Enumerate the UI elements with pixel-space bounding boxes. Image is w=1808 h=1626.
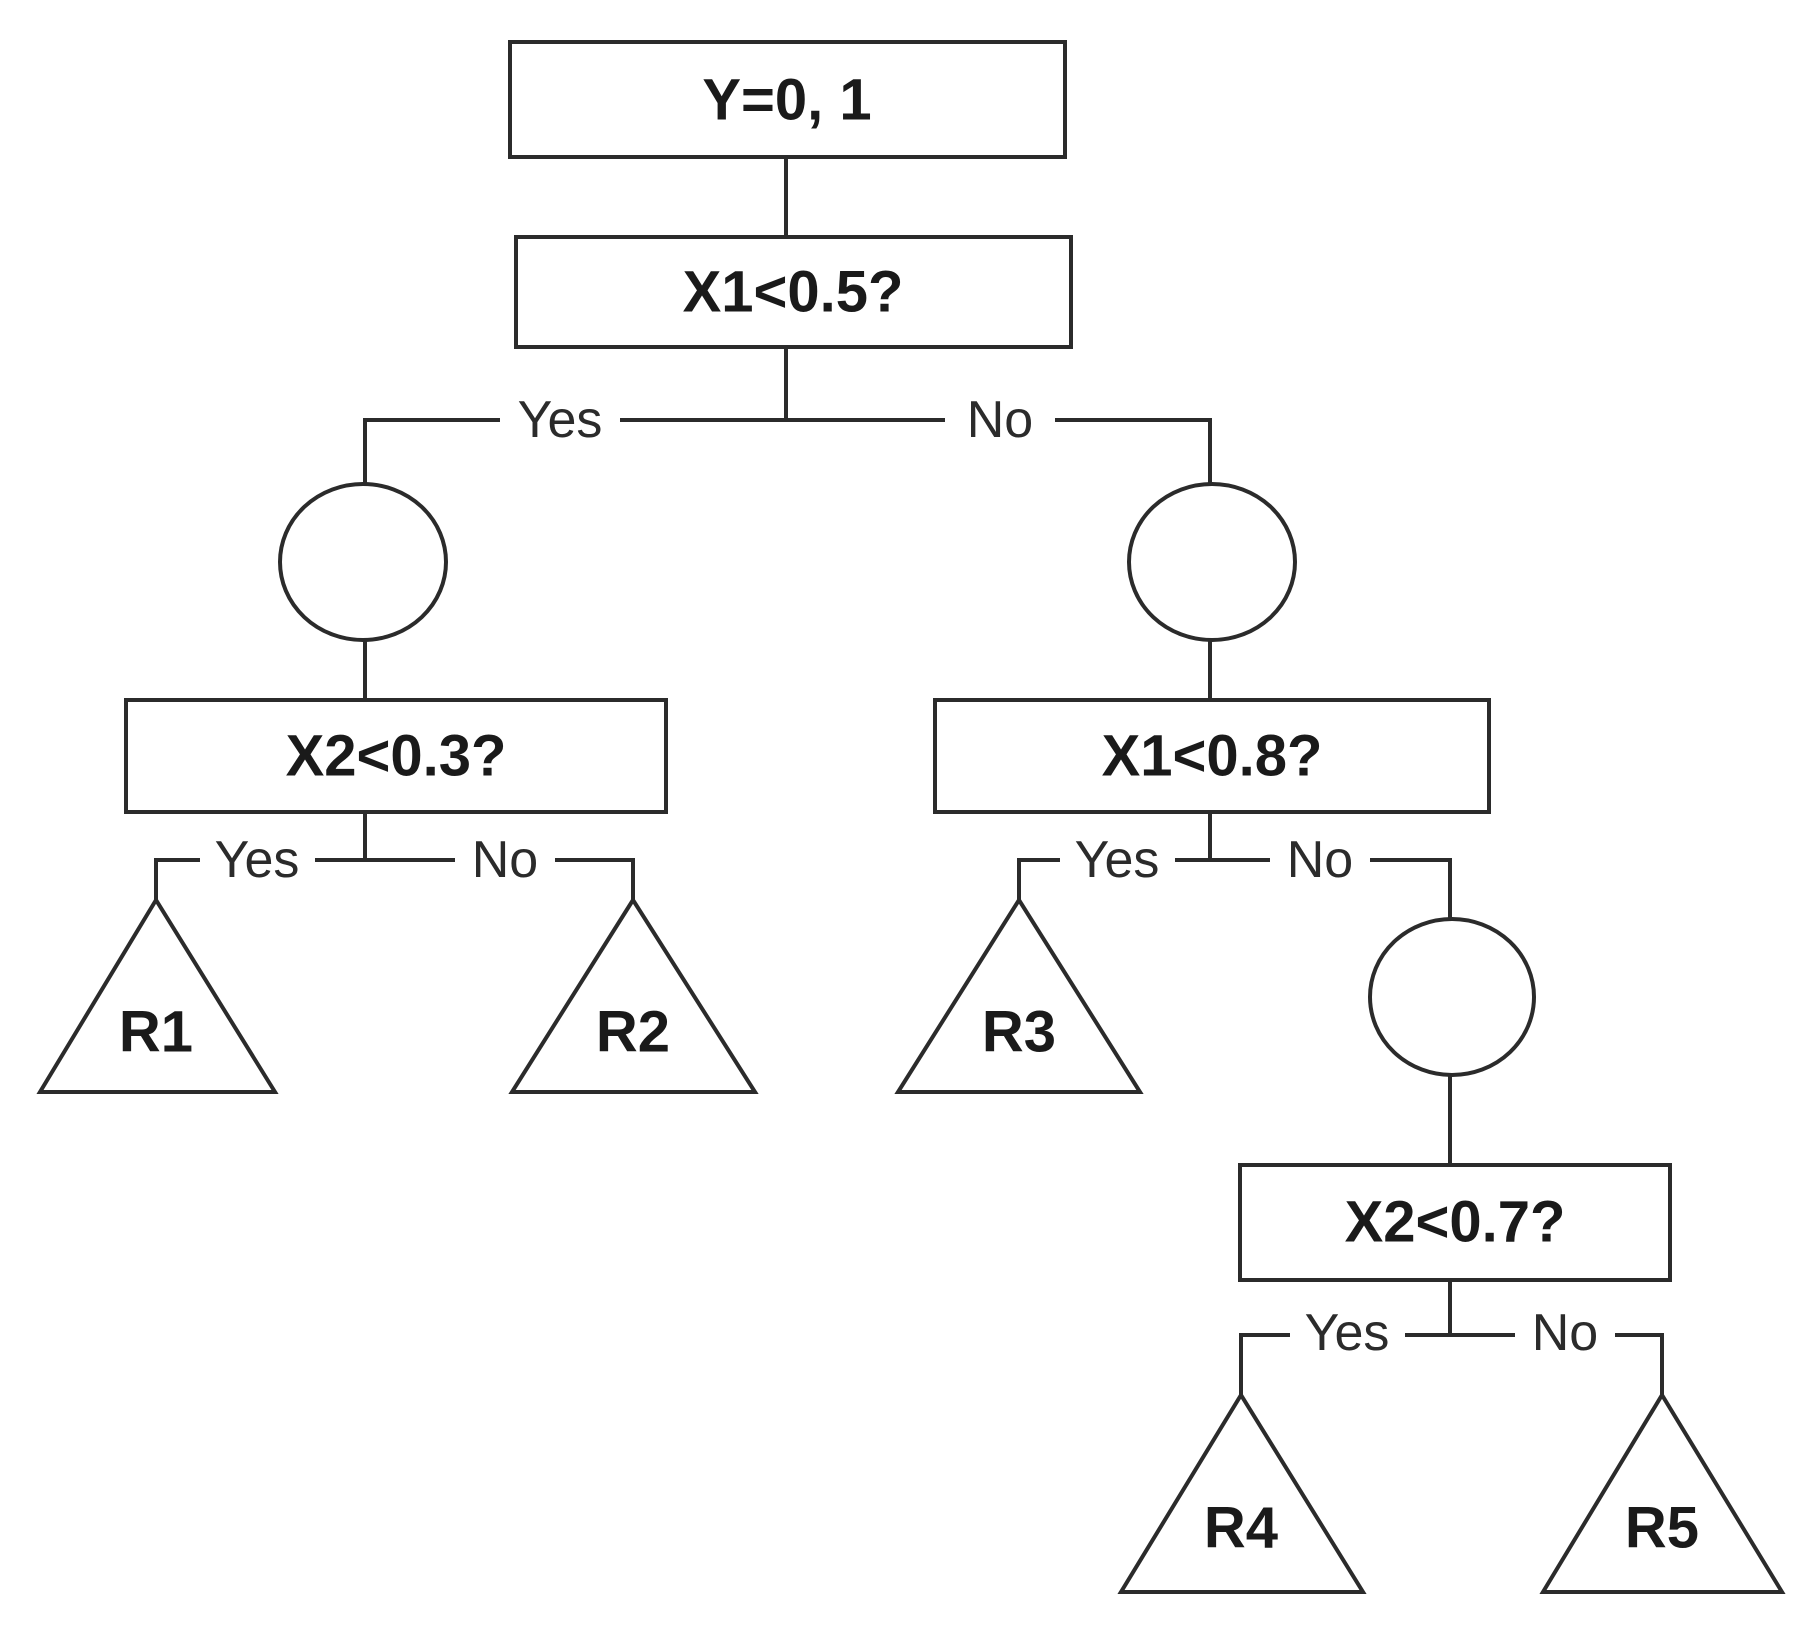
leaf-r2-label: R2 [596,1000,670,1065]
split-node-4: X2<0.7? [1238,1163,1672,1282]
leaf-r3: R3 [894,896,1144,1094]
split-node-2-label: X2<0.3? [286,724,507,789]
leaf-r4: R4 [1117,1391,1367,1594]
split2-yes-label: Yes [215,831,300,889]
leaf-r1: R1 [36,896,279,1094]
split4-no-label: No [1532,1304,1598,1362]
split3-no-label: No [1287,831,1353,889]
leaf-r3-label: R3 [982,1000,1056,1065]
split-node-4-label: X2<0.7? [1345,1190,1566,1255]
split-node-3-label: X1<0.8? [1102,724,1323,789]
split1-yes-label: Yes [518,391,603,449]
chance-node-lower [1368,917,1536,1077]
chance-nodes [278,482,1536,1077]
leaf-r5: R5 [1539,1391,1786,1594]
edge-split2-no [365,858,635,900]
split2-no-label: No [472,831,538,889]
split1-no-label: No [967,391,1033,449]
split-node-2: X2<0.3? [124,698,668,814]
leaf-r1-label: R1 [119,1000,193,1065]
edge-split1-no [786,418,1212,485]
split3-yes-label: Yes [1075,831,1160,889]
edge-split1-yes [363,418,786,485]
split-node-3: X1<0.8? [933,698,1491,814]
root-label: Y=0, 1 [702,68,871,133]
split4-yes-label: Yes [1305,1304,1390,1362]
leaf-r4-label: R4 [1204,1496,1278,1561]
split-node-1-label: X1<0.5? [683,260,904,325]
chance-node-right [1127,482,1297,642]
leaf-r5-label: R5 [1625,1496,1699,1561]
branch-label-masks [200,385,1615,1362]
root-node: Y=0, 1 [508,40,1067,159]
branch-labels: Yes No Yes No Yes No Yes No [215,391,1599,1362]
split-node-1: X1<0.5? [514,235,1073,349]
chance-node-left [278,482,448,642]
leaf-r2: R2 [508,896,759,1094]
